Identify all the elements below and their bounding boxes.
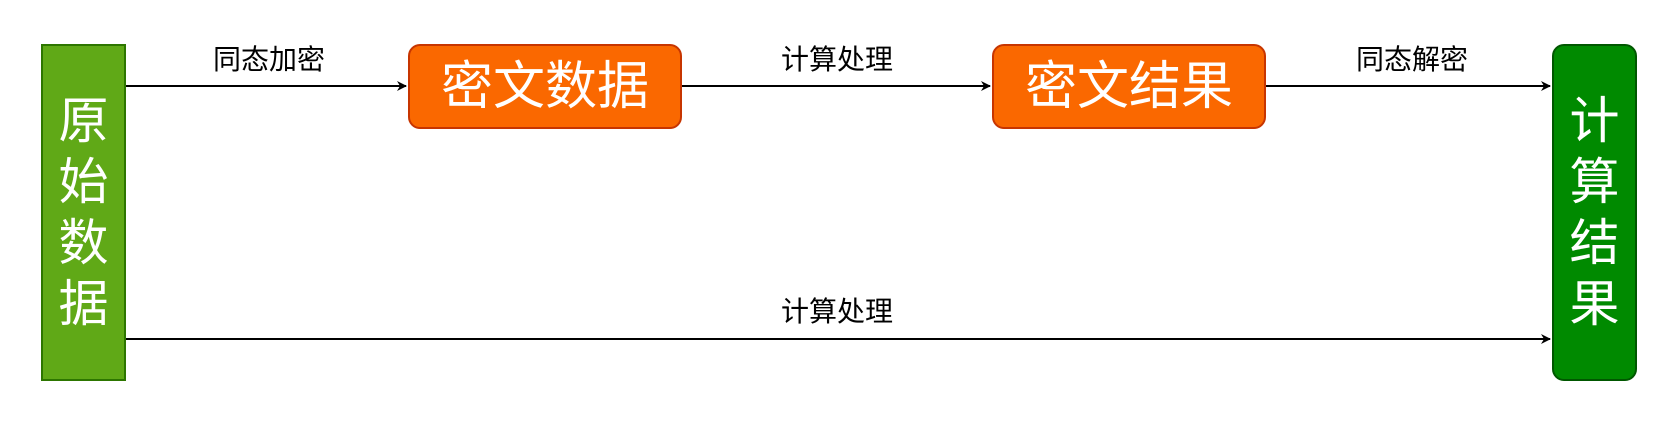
edge-label-compute-plain: 计算处理	[781, 295, 894, 328]
node-compute-result-label: 计算结果	[1569, 91, 1620, 333]
edge-label-decrypt: 同态解密	[1356, 43, 1469, 76]
edge-label-encrypt: 同态加密	[213, 43, 326, 76]
node-cipher-result: 密文结果	[992, 44, 1266, 129]
node-original-data-label: 原始数据	[58, 91, 109, 333]
node-cipher-data-label: 密文数据	[440, 56, 649, 117]
node-cipher-result-label: 密文结果	[1024, 56, 1233, 117]
edge-label-compute-cipher: 计算处理	[781, 43, 894, 76]
node-original-data: 原始数据	[41, 44, 126, 381]
node-compute-result: 计算结果	[1552, 44, 1637, 381]
node-cipher-data: 密文数据	[408, 44, 682, 129]
